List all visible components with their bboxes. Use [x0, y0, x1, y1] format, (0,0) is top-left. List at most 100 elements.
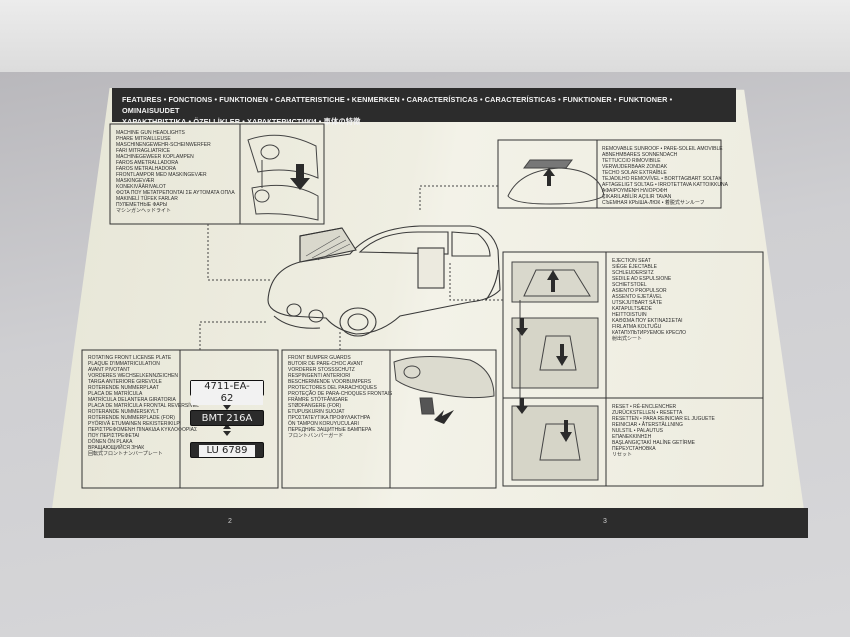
feature-text-line: ÇIKARILABİLİR AÇILIR TAVAN [602, 194, 672, 200]
feature-text-line: リセット [612, 452, 633, 458]
feature-text-line: TARGA ANTERIORE GIREVOLE [88, 379, 162, 385]
feature-text-line: REINICIAR • ÅTERSTÄLLNING [612, 422, 683, 428]
feature-text-line: SCHLEUDERSITZ [612, 270, 654, 276]
license-plate-2-text: BMT 216A [201, 413, 253, 424]
headlight-arrow-icon [290, 164, 310, 190]
feature-text-line: RESPINGENTI ANTERIORI [288, 373, 351, 379]
feature-text-line: AFTAGELIGT SOLTAG • IRROTETTAVA KATTOIKK… [602, 182, 728, 188]
feature-text-line: FRONT BUMPER GUARDS [288, 355, 351, 361]
feature-text-line: СЪЕМНАЯ КРЫША-ЛЮК • 着脱式サンルーフ [602, 200, 705, 206]
headlight-sketch [247, 134, 319, 221]
features-header: FEATURES • FONCTIONS • FUNKTIONEN • CARA… [112, 88, 736, 126]
feature-text-line: TEJADILHO REMOVÍVEL • BORTTAGBART SOLTAK [602, 176, 722, 182]
feature-text-line: ПЕРЕУСТАНОВКА [612, 446, 656, 452]
feature-text-line: ROTATING FRONT LICENSE PLATE [88, 355, 172, 361]
seat-side-arrow-icon-1 [516, 318, 528, 336]
feature-text-line: ABNEHMBARES SONNENDACH [602, 152, 678, 158]
feature-text-line: KATAPULTSÆDE [612, 306, 653, 312]
feature-text-line: ROTERANDE NUMMERSKYLT [88, 409, 159, 415]
feature-text-line: マシンガンヘッドライト [116, 208, 172, 214]
feature-text-line: PLAQUE D'IMMATRICULATION [88, 361, 160, 367]
panel-bumper [281, 349, 497, 489]
seat-sketch [511, 261, 599, 481]
seat-arrow-icon-1 [547, 270, 559, 292]
feature-text-line: MASKINGEVÆR [116, 178, 155, 184]
seat-side-arrow-icon-2 [516, 398, 528, 414]
feature-text-line: MACHINEGEWEER KOPLAMPEN [116, 154, 194, 160]
feature-text-line: ROTERENDE NUMMERPLAAT [88, 385, 159, 391]
panel-headlights [109, 123, 325, 225]
feature-text-line: PLACA DE MATRÍCULA FRONTAL REVERSÍVEL [88, 403, 200, 409]
feature-text-line: ΕΠΑΝΕΚΚΙΝΗΣΗ [612, 434, 652, 440]
panel-license [81, 349, 279, 489]
feature-text-line: ZURÜCKSTELLEN • RESETTA [612, 410, 683, 416]
feature-text-line: ÖN TAMPON KORUYUCULARI [288, 421, 359, 427]
leader-lines [199, 185, 503, 350]
feature-text-line: TECHO SOLAR EXTRAÍBLE [602, 170, 667, 176]
feature-text-line: AVANT PIVOTANT [88, 367, 130, 373]
feature-text-line: UTSKJUTBART SÄTE [612, 300, 663, 306]
feature-text-line: フロントバンパーガード [288, 433, 344, 439]
feature-text-line: TETTUCCIO RIMOVIBILE [602, 158, 661, 164]
feature-text-line: ASIENTO PROPULSOR [612, 288, 667, 294]
feature-text-line: HEITTOISTUIN [612, 312, 647, 318]
feature-text-line: ΑΦΑΙΡΟΥΜΕΝΗ ΗΛΙΟΡΟΦΗ [602, 188, 668, 194]
header-line-2: ΧΑΡΑΚΤΗΡΙΣΤΙΚΑ • ÖZELLİKLER • ХАРАКТЕРИС… [122, 117, 361, 126]
bumper-sketch [393, 355, 495, 415]
feature-text-line: BAŞLANGIÇTAKİ HALİNE GETİRME [612, 440, 695, 446]
feature-text-line: VORDERES WECHSELKENNZEICHEN [88, 373, 179, 379]
sunroof-sketch [507, 159, 605, 205]
feature-text-line: FARI MITRAGLIATRICE [116, 148, 171, 154]
feature-text-line: PROTEÇÃO DE PARA-CHOQUES FRONTAIS [288, 391, 393, 397]
panel-seat [502, 251, 764, 487]
feature-text-line: PLACA DE MATRÍCULA [88, 391, 143, 397]
seat-arrow-icon-3 [560, 420, 572, 442]
feature-text-line: 回転式フロントナンバープレート [88, 451, 163, 457]
feature-text-line: EJECTION SEAT [612, 258, 651, 264]
header-line-1: FEATURES • FONCTIONS • FUNKTIONEN • CARA… [122, 95, 673, 115]
feature-text-line: ΠΟΥ ΠΕΡΙΣΤΡΕΦΕΤΑΙ [88, 433, 140, 439]
feature-text-line: PHARE MITRAILLEUSE [116, 136, 171, 142]
instruction-sheet [48, 88, 808, 538]
wall-background [0, 0, 850, 72]
feature-text-line: VORDERER STOSSSCHUTZ [288, 367, 355, 373]
license-plate-3-text: LU 6789 [199, 445, 255, 457]
bumper-arrow-icon [434, 410, 454, 424]
feature-text-line: STØDFANGERE (FOR) [288, 403, 342, 409]
feature-text-line: ВРАЩАЮЩИЙСЯ ЗНАК [88, 445, 145, 451]
feature-text-line: FRÄMRE STÖTFÅNGARE [288, 397, 349, 403]
feature-text-line: MATRÍCULA DELANTERA GIRATORIA [88, 397, 176, 403]
panel-sunroof [497, 139, 722, 209]
license-plate-1: 4711-EA-62 [190, 380, 264, 405]
car-illustration [267, 225, 501, 337]
feature-text-line: MAKINELİ TÜFEK FARLAR [116, 196, 178, 202]
feature-text-line: SCHIETSTOEL [612, 282, 647, 288]
feature-text-line: FAROS AMETRALLADORA [116, 160, 179, 166]
feature-text-line: ROTERENDE NUMMERPLADE (FOR) [88, 415, 175, 421]
feature-text-line: FRONTLAMPOR MED MASKINGEVÆR [116, 172, 207, 178]
feature-text-line: RESET • RÉ-ENCLENCHER [612, 404, 677, 410]
plate-arrow-icon-2 [223, 424, 231, 436]
feature-text-line: SEDILE AD ESPULSIONE [612, 276, 672, 282]
sunroof-text: REMOVABLE SUNROOF • PARE-SOLEIL AMOVIBLE… [602, 146, 728, 206]
feature-text-line: FAROS METRALHADORA [116, 166, 177, 172]
feature-text-line: DÖNEN ÖN PLAKA [88, 439, 133, 445]
feature-text-line: PYÖRIVÄ ETUMAINEN REKISTERIKILPI [88, 421, 182, 427]
footer-bar [44, 508, 808, 538]
feature-text-line: BESCHERMENDE VOORBUMPERS [288, 379, 372, 385]
feature-text-line: KONEKIVÄÄRIVALOT [116, 184, 166, 190]
feature-text-line: ПУЛЕМЕТНЫЕ ФАРЫ [116, 202, 168, 208]
feature-text-line: 射出式シート [612, 336, 643, 342]
feature-text-line: SIÈGE ÉJECTABLE [612, 264, 657, 270]
feature-text-line: ΦΩΤΑ ΠΟΥ ΜΕΤΑΤΡΕΠΟΝΤΑΙ ΣΕ ΑΥΤΟΜΑΤΑ ΟΠΛΑ [116, 190, 235, 196]
feature-text-line: VERWIJDERBAAR ZONDAK [602, 164, 668, 170]
feature-text-line: REMOVABLE SUNROOF • PARE-SOLEIL AMOVIBLE [602, 146, 723, 152]
page-number-left: 2 [228, 518, 232, 525]
license-plate-1-text: 4711-EA-62 [191, 381, 263, 405]
